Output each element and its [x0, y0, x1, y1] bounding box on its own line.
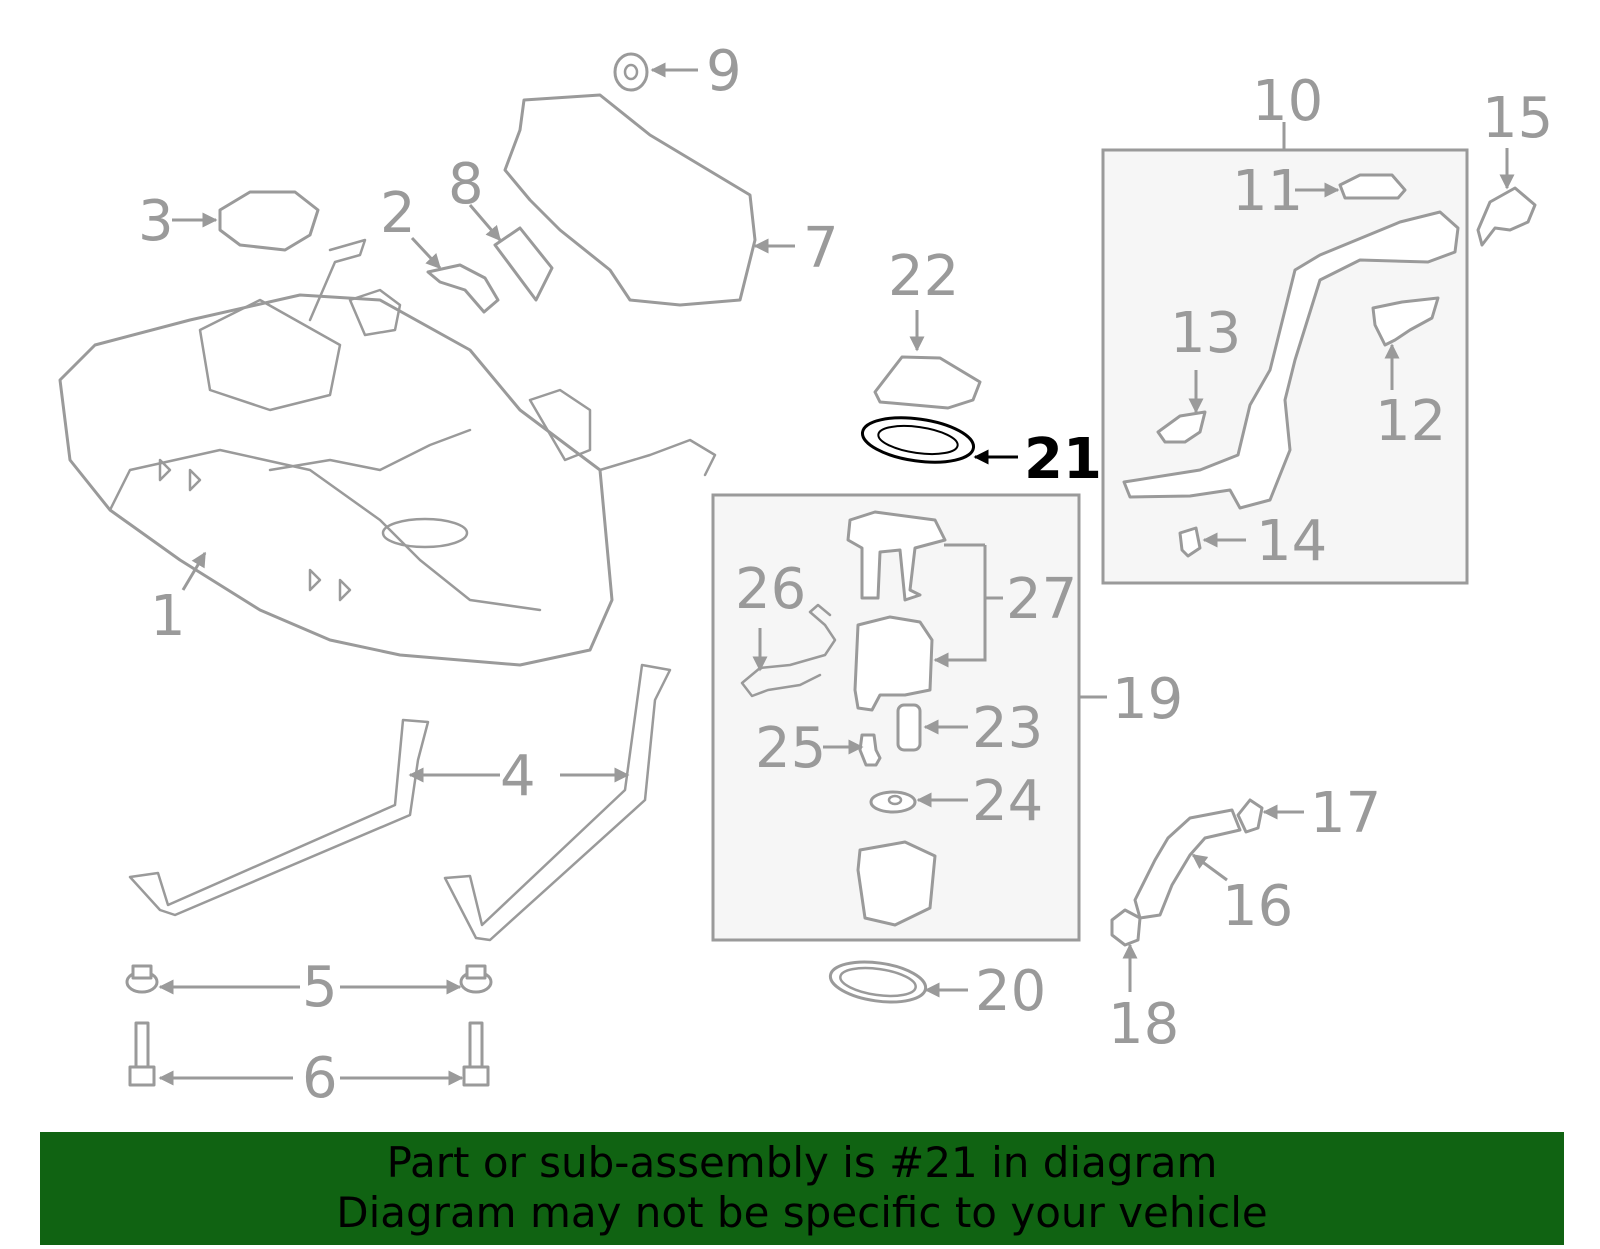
clamp-part-17 — [1236, 798, 1264, 834]
fuel-tank-part-1 — [58, 238, 717, 667]
callout-25: 25 — [755, 716, 826, 781]
nut-part-5-right — [459, 964, 493, 994]
flange-part-27 — [846, 510, 947, 602]
nut-part-9 — [613, 52, 649, 92]
callout-5: 5 — [302, 955, 338, 1020]
callout-13: 13 — [1170, 301, 1241, 366]
callout-27: 27 — [1006, 567, 1077, 632]
filter-part-23 — [896, 703, 922, 752]
bracket-part-11 — [1338, 173, 1407, 200]
seal-part-24 — [869, 790, 917, 814]
callout-23: 23 — [972, 696, 1043, 761]
bolt-part-6-left — [128, 1021, 156, 1087]
cap-part-3 — [218, 190, 320, 252]
callout-26: 26 — [735, 557, 806, 622]
heat-shield-part-7 — [503, 93, 757, 307]
gasket-part-20 — [828, 960, 928, 1004]
clip-part-13 — [1156, 410, 1207, 444]
cap-part-15 — [1476, 186, 1537, 247]
pump-bracket-part-27 — [853, 615, 934, 712]
callout-22: 22 — [888, 244, 959, 309]
strap-part-4-right — [443, 663, 672, 942]
callout-7: 7 — [803, 216, 839, 281]
callout-9: 9 — [706, 39, 742, 104]
bolt-part-6-right — [462, 1021, 490, 1087]
callout-12: 12 — [1375, 389, 1446, 454]
clamp-part-18 — [1110, 908, 1142, 947]
shield-part-2 — [426, 263, 500, 314]
callout-15: 15 — [1482, 86, 1553, 151]
callout-21: 21 — [1024, 427, 1102, 492]
callout-14: 14 — [1256, 509, 1327, 574]
callout-20: 20 — [975, 959, 1046, 1024]
gasket-part-21 — [860, 416, 976, 464]
callout-10: 10 — [1252, 69, 1323, 134]
reservoir-cup-part — [856, 840, 937, 927]
bracket-part-12 — [1371, 296, 1440, 347]
callout-4: 4 — [500, 744, 536, 809]
footer-banner: Part or sub-assembly is #21 in diagram D… — [40, 1132, 1564, 1245]
callout-8: 8 — [448, 152, 484, 217]
footer-line-1: Part or sub-assembly is #21 in diagram — [386, 1138, 1218, 1187]
nut-part-5-left — [125, 964, 159, 994]
callout-16: 16 — [1222, 874, 1293, 939]
clip-part-14 — [1178, 526, 1202, 558]
callout-6: 6 — [302, 1046, 338, 1111]
hose-part-16 — [1133, 808, 1242, 920]
callout-19: 19 — [1112, 667, 1183, 732]
callout-11: 11 — [1232, 159, 1303, 224]
callout-1: 1 — [150, 584, 186, 649]
callout-17: 17 — [1310, 781, 1381, 846]
harness-part-26 — [740, 603, 837, 698]
footer-line-2: Diagram may not be specific to your vehi… — [336, 1188, 1268, 1237]
callout-2: 2 — [380, 181, 416, 246]
callout-24: 24 — [972, 769, 1043, 834]
pad-part-8 — [493, 226, 554, 302]
callout-18: 18 — [1108, 992, 1179, 1057]
strap-part-4-left — [128, 718, 430, 917]
callout-3: 3 — [138, 189, 174, 254]
leader-lines — [158, 62, 1515, 1086]
filler-pipe-part-10 — [1122, 210, 1460, 510]
cover-part-22 — [873, 355, 982, 410]
